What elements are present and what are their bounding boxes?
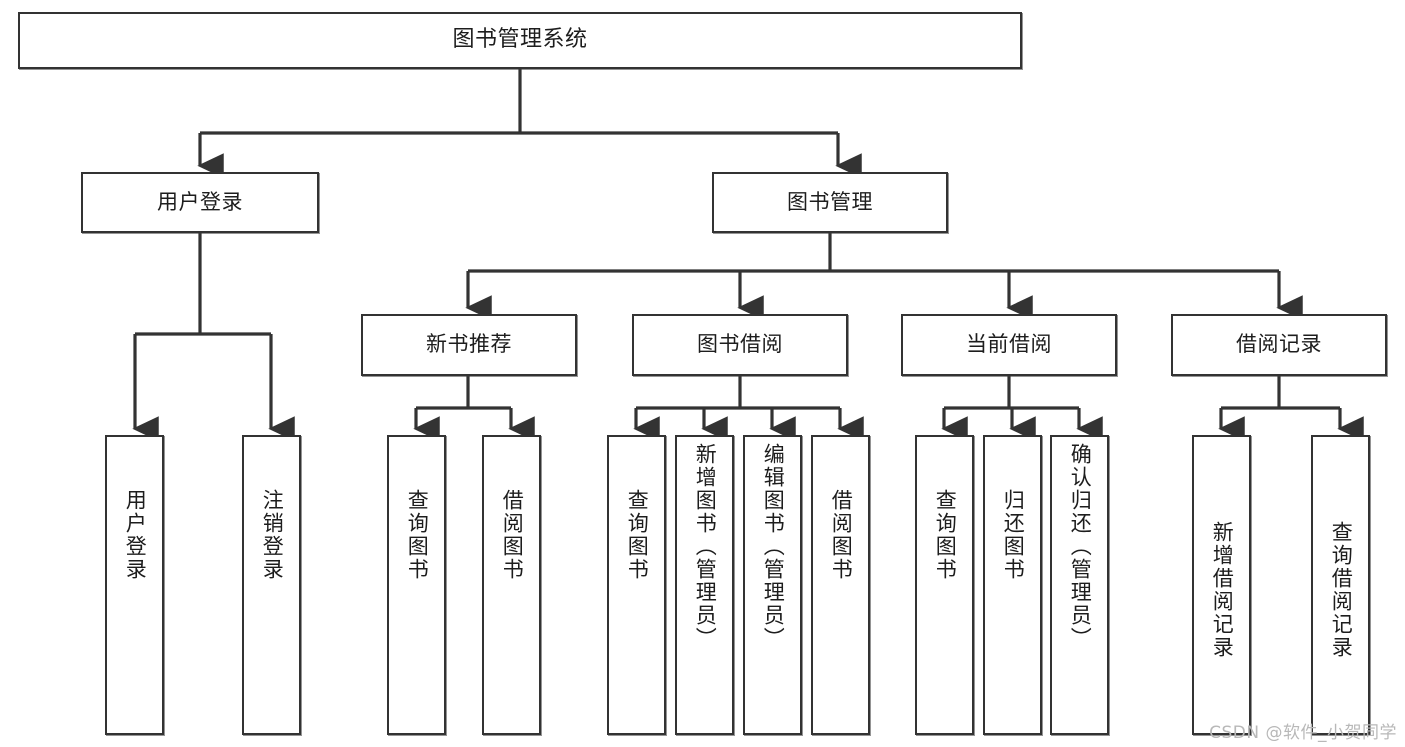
leaf-cb-return-book-label: 归还图书 bbox=[1001, 489, 1026, 581]
leaf-br-query-record[interactable]: 查询借阅记录 bbox=[1311, 435, 1370, 735]
leaf-br-add-record-label: 新增借阅记录 bbox=[1210, 521, 1235, 659]
node-book-manage[interactable]: 图书管理 bbox=[712, 172, 948, 233]
leaf-bb-query-book-label: 查询图书 bbox=[625, 489, 650, 581]
node-root-system[interactable]: 图书管理系统 bbox=[18, 12, 1022, 69]
leaf-cb-confirm-return[interactable]: 确认归还（管理员） bbox=[1050, 435, 1109, 735]
node-borrow-record-label: 借阅记录 bbox=[1236, 332, 1322, 357]
node-book-borrow[interactable]: 图书借阅 bbox=[632, 314, 848, 376]
node-current-borrow-label: 当前借阅 bbox=[966, 332, 1052, 357]
leaf-cb-query-book[interactable]: 查询图书 bbox=[915, 435, 974, 735]
node-user-login[interactable]: 用户登录 bbox=[81, 172, 319, 233]
leaf-br-add-record[interactable]: 新增借阅记录 bbox=[1192, 435, 1251, 735]
leaf-nbr-borrow-book-label: 借阅图书 bbox=[500, 489, 525, 581]
leaf-bb-add-book-label: 新增图书（管理员） bbox=[693, 443, 718, 650]
node-current-borrow[interactable]: 当前借阅 bbox=[901, 314, 1117, 376]
node-new-book-recommend[interactable]: 新书推荐 bbox=[361, 314, 577, 376]
node-user-login-label: 用户登录 bbox=[157, 189, 243, 214]
leaf-user-logout[interactable]: 注销登录 bbox=[242, 435, 301, 735]
leaf-bb-edit-book[interactable]: 编辑图书（管理员） bbox=[743, 435, 802, 735]
leaf-user-login-label: 用户登录 bbox=[123, 489, 148, 581]
leaf-br-query-record-label: 查询借阅记录 bbox=[1329, 521, 1354, 659]
leaf-nbr-query-book-label: 查询图书 bbox=[405, 489, 430, 581]
leaf-nbr-borrow-book[interactable]: 借阅图书 bbox=[482, 435, 541, 735]
node-book-manage-label: 图书管理 bbox=[787, 189, 873, 214]
leaf-user-login[interactable]: 用户登录 bbox=[105, 435, 164, 735]
node-borrow-record[interactable]: 借阅记录 bbox=[1171, 314, 1387, 376]
leaf-user-logout-label: 注销登录 bbox=[260, 489, 285, 581]
csdn-watermark: CSDN @软件_小贺同学 bbox=[1209, 723, 1397, 743]
node-new-book-recommend-label: 新书推荐 bbox=[426, 332, 512, 357]
leaf-bb-query-book[interactable]: 查询图书 bbox=[607, 435, 666, 735]
leaf-bb-add-book[interactable]: 新增图书（管理员） bbox=[675, 435, 734, 735]
leaf-cb-return-book[interactable]: 归还图书 bbox=[983, 435, 1042, 735]
leaf-cb-query-book-label: 查询图书 bbox=[933, 489, 958, 581]
leaf-bb-borrow-book[interactable]: 借阅图书 bbox=[811, 435, 870, 735]
node-root-system-label: 图书管理系统 bbox=[452, 27, 588, 53]
node-book-borrow-label: 图书借阅 bbox=[697, 332, 783, 357]
leaf-bb-borrow-book-label: 借阅图书 bbox=[829, 489, 854, 581]
leaf-nbr-query-book[interactable]: 查询图书 bbox=[387, 435, 446, 735]
leaf-cb-confirm-return-label: 确认归还（管理员） bbox=[1068, 443, 1093, 650]
leaf-bb-edit-book-label: 编辑图书（管理员） bbox=[761, 443, 786, 650]
